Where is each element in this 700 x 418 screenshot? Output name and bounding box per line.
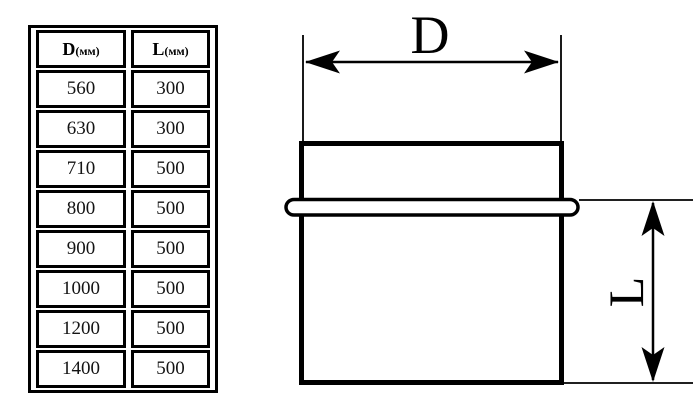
table-cell: 300: [131, 70, 210, 108]
table-cell: 630: [36, 110, 126, 148]
table-cell: 1200: [36, 310, 126, 348]
technical-drawing: D L: [284, 5, 693, 385]
column-header-d: D(мм): [36, 30, 126, 68]
table-cell: 500: [131, 150, 210, 188]
table-cell: 710: [36, 150, 126, 188]
column-header-l-unit: (мм): [164, 43, 189, 58]
column-header-l: L(мм): [131, 30, 210, 68]
d-dimension-label: D: [411, 5, 450, 65]
column-header-d-label: D: [62, 38, 76, 59]
table-cell: 500: [131, 230, 210, 268]
table-cell: 800: [36, 190, 126, 228]
table-cell: 1000: [36, 270, 126, 308]
l-arrowhead-bottom: [641, 347, 665, 382]
table-cell: 300: [131, 110, 210, 148]
table-cell: 500: [131, 310, 210, 348]
l-arrowhead-top: [641, 201, 665, 236]
duct-body: [299, 141, 564, 385]
table-cell: 500: [131, 270, 210, 308]
column-header-l-label: L: [152, 38, 165, 59]
d-arrowhead-right: [524, 50, 559, 74]
table-cell: 560: [36, 70, 126, 108]
table-header: D(мм) L(мм): [36, 30, 210, 68]
column-header-d-unit: (мм): [75, 43, 100, 58]
table-header-row: D(мм) L(мм): [36, 30, 210, 68]
table-cell: 1400: [36, 350, 126, 388]
l-dimension-label: L: [598, 277, 654, 308]
table-cell: 500: [131, 350, 210, 388]
table-cell: 900: [36, 230, 126, 268]
table-cell: 500: [131, 190, 210, 228]
flange: [284, 197, 580, 217]
d-arrowhead-left: [305, 50, 340, 74]
